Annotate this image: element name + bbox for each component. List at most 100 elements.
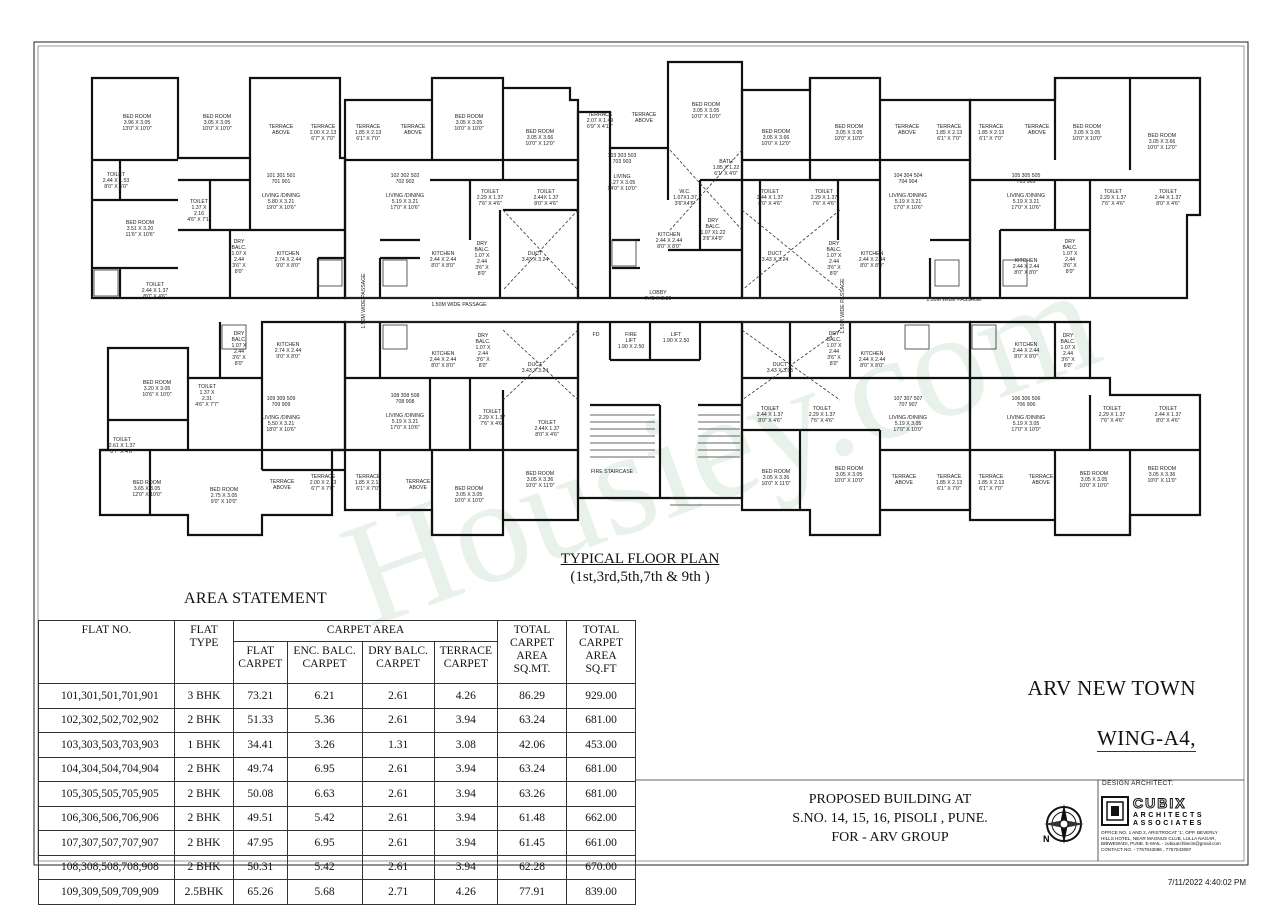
area-statement-title: AREA STATEMENT <box>184 590 327 607</box>
top-center-wing <box>576 60 744 300</box>
table-cell: 77.91 <box>497 879 567 905</box>
table-cell: 929.00 <box>566 683 636 709</box>
table-cell: 109,309,509,709,909 <box>38 879 175 905</box>
room-label: 1.50M WIDE PASSAGE <box>840 278 846 334</box>
table-cell: 2 BHK <box>174 756 234 782</box>
table-cell: 1 BHK <box>174 732 234 758</box>
table-cell: 50.08 <box>233 781 288 807</box>
table-cell: 2 BHK <box>174 830 234 856</box>
table-cell: 2 BHK <box>174 781 234 807</box>
table-cell: 2 BHK <box>174 805 234 831</box>
table-cell: 5.36 <box>286 707 363 733</box>
table-cell: 3.94 <box>433 854 499 880</box>
wing-label: WING-A4, <box>1096 726 1196 752</box>
table-cell: 104,304,504,704,904 <box>38 756 175 782</box>
table-cell: 103,303,503,703,903 <box>38 732 175 758</box>
table-cell: 73.21 <box>233 683 288 709</box>
table-cell: 102,302,502,702,902 <box>38 707 175 733</box>
table-cell: 670.00 <box>566 854 636 880</box>
table-cell: 1.31 <box>361 732 435 758</box>
table-cell: 2.61 <box>361 830 435 856</box>
office-line: HILLS HOTEL, NEAR MAGNUS CLUB, LULLA NAG… <box>1101 835 1216 841</box>
floor-plan-title: TYPICAL FLOOR PLAN <box>560 551 720 567</box>
project-name: ARV NEW TOWN <box>1027 676 1196 700</box>
table-cell: 3.94 <box>433 756 499 782</box>
header-carpet-area: CARPET AREA <box>233 620 498 642</box>
table-cell: 6.95 <box>286 756 363 782</box>
svg-text:CUBIX: CUBIX <box>1133 795 1187 811</box>
svg-text:ARCHITECTS: ARCHITECTS <box>1133 812 1204 819</box>
table-cell: 3.94 <box>433 830 499 856</box>
table-cell: 3.08 <box>433 732 499 758</box>
room-label: FIRE STAIRCASE <box>591 469 634 475</box>
table-cell: 2.71 <box>361 879 435 905</box>
table-cell: 5.42 <box>286 805 363 831</box>
north-compass-icon: N <box>1043 804 1084 844</box>
table-cell: 101,301,501,701,901 <box>38 683 175 709</box>
stair-treads <box>590 414 740 506</box>
top-center-right-wing <box>740 76 972 300</box>
table-cell: 681.00 <box>566 756 636 782</box>
architect-office-address: OFFICE NO. 1 AND 2, ARISTROCAT '1', OPP.… <box>1101 830 1241 852</box>
duct-crosses <box>502 149 841 401</box>
table-cell: 63.26 <box>497 781 567 807</box>
table-cell: 3.94 <box>433 781 499 807</box>
timestamp: 7/11/2022 4:40:02 PM <box>1167 878 1246 887</box>
